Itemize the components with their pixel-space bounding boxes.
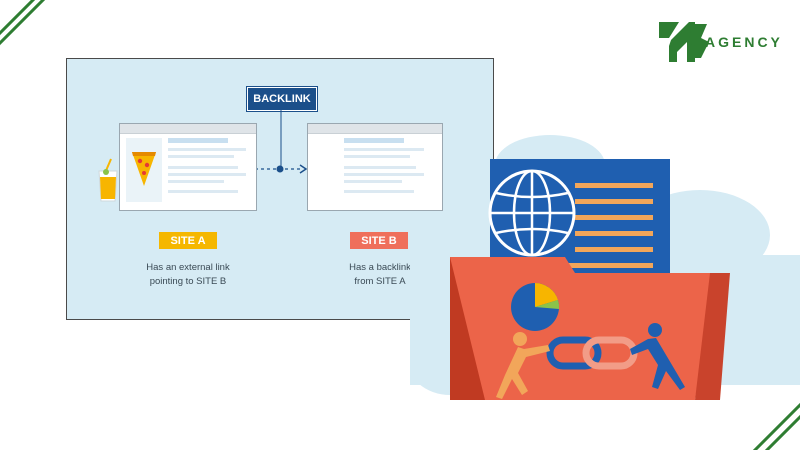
site-a-description-line2: pointing to SITE B	[149, 276, 227, 287]
person-right-pulling	[630, 323, 685, 390]
site-b-description-line2: from SITE A	[354, 276, 406, 287]
juice-glass-icon	[98, 158, 118, 202]
bottom-right-stripes	[752, 402, 800, 450]
globe-icon	[488, 169, 576, 257]
site-a-description-line1: Has an external link	[146, 262, 230, 273]
image-placeholder	[126, 138, 162, 202]
top-left-stripes	[0, 0, 46, 46]
person-left-pulling	[496, 332, 550, 399]
site-b-description-line1: Has a backlink	[349, 262, 411, 273]
backlink-tag: BACKLINK	[246, 86, 318, 112]
connector-lines	[255, 109, 308, 174]
agency-logo	[659, 22, 709, 62]
site-b-window	[307, 123, 443, 211]
site-b-description: Has a backlink from SITE A	[325, 261, 435, 289]
pie-chart-icon	[511, 282, 560, 331]
logo-wordmark: AGENCY	[705, 34, 783, 50]
site-a-label: SITE A	[159, 232, 217, 249]
browser-bar	[120, 124, 256, 137]
folder-illustration	[410, 135, 800, 400]
site-a-description: Has an external link pointing to SITE B	[133, 261, 243, 289]
site-b-label: SITE B	[350, 232, 408, 249]
pizza-icon	[132, 152, 156, 186]
site-a-window	[119, 123, 257, 211]
browser-bar	[308, 124, 442, 137]
